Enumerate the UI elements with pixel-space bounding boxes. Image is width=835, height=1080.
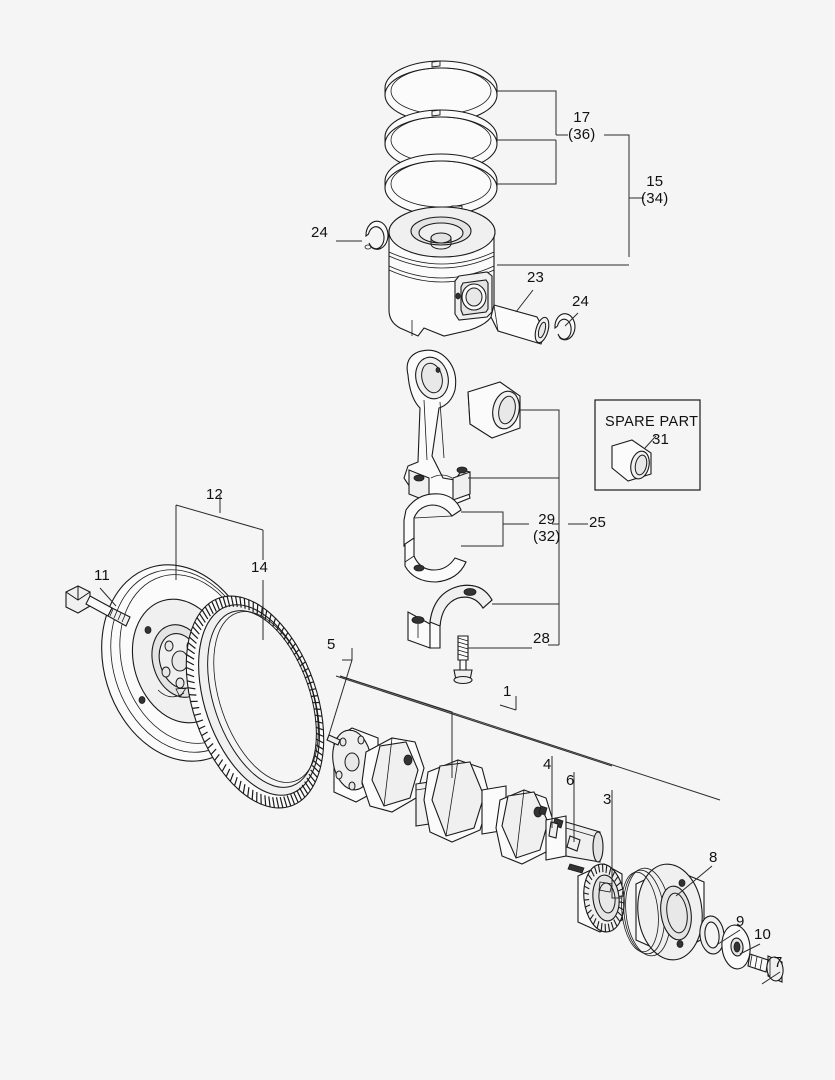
piston-pin [490,304,550,345]
bracket-17-15 [497,90,644,266]
callout-28: 28 [533,630,550,647]
callout-number: 24 [572,293,590,310]
callout-number: 9 [736,913,745,930]
crankshaft-gear [577,863,625,933]
callout-number: 3 [603,791,612,808]
washer [721,924,751,970]
callout-12: 12 [206,486,223,503]
callout-number: 23 [527,269,545,286]
callout-number: 4 [543,756,552,773]
o-ring [699,915,725,955]
callout-number: 25 [589,514,607,531]
leader-lines-upper [336,240,579,327]
rod-bolt [453,635,473,685]
callout-31: 31 [652,431,669,448]
piston-rings-group [384,60,498,216]
callout-number: 8 [709,849,718,866]
callout-4: 4 [543,756,552,773]
spare-part-title: SPARE PART [605,414,699,430]
crankshaft [326,727,604,874]
callout-number: 15 [646,173,664,190]
key-4 [548,821,559,839]
callout-number: 7 [774,954,783,971]
callout-9: 9 [736,913,745,930]
callout-8: 8 [709,849,718,866]
callout-24: 24 [572,293,589,310]
callout-number: 29 [538,511,556,528]
callout-23: 23 [527,269,544,286]
callout-5: 5 [327,636,336,653]
snap-ring-left [364,220,389,250]
callout-number: 12 [206,486,224,503]
callout-number: 17 [573,109,591,126]
bracket-25-29-28 [461,409,588,649]
callout-number: 31 [652,431,670,448]
callout-number: 28 [533,630,551,647]
callout-number: 5 [327,636,336,653]
callout-number: 11 [94,567,110,584]
callout-6: 6 [566,772,575,789]
callout-7: 7 [774,954,783,971]
callout-11: 11 [94,567,110,584]
main-bearing-cap [407,584,493,649]
bracket-12-14 [175,495,264,640]
spare-part-box [594,399,701,491]
callout-number: 1 [503,683,512,700]
callout-25: 25 [589,514,606,531]
key-6 [566,835,581,852]
callout-29: 29(32) [533,511,560,546]
callout-number: 14 [251,559,269,576]
crankshaft-pulley [621,863,705,961]
leader-lines-bottom [99,587,781,985]
callout-17: 17(36) [568,109,595,144]
callout-quantity: (34) [641,190,669,208]
callout-3: 3 [603,791,612,808]
callout-number: 10 [754,926,772,943]
connecting-rod [403,349,471,505]
callout-15: 15(34) [641,173,668,208]
callout-quantity: (36) [568,126,596,144]
flywheel-bolt [65,585,131,627]
rod-bearing-lower [404,536,467,583]
piston [388,206,496,337]
ring-gear [185,595,325,809]
snap-ring-right [554,313,576,341]
pulley-bolt [747,953,784,983]
callout-1: 1 [503,683,512,700]
callout-number: 24 [311,224,329,241]
callout-14: 14 [251,559,268,576]
callout-number: 6 [566,772,575,789]
callout-24: 24 [311,224,328,241]
callout-quantity: (32) [533,528,561,546]
rod-bushing [467,381,521,439]
callout-10: 10 [754,926,771,943]
rod-bearing-upper [403,493,462,547]
